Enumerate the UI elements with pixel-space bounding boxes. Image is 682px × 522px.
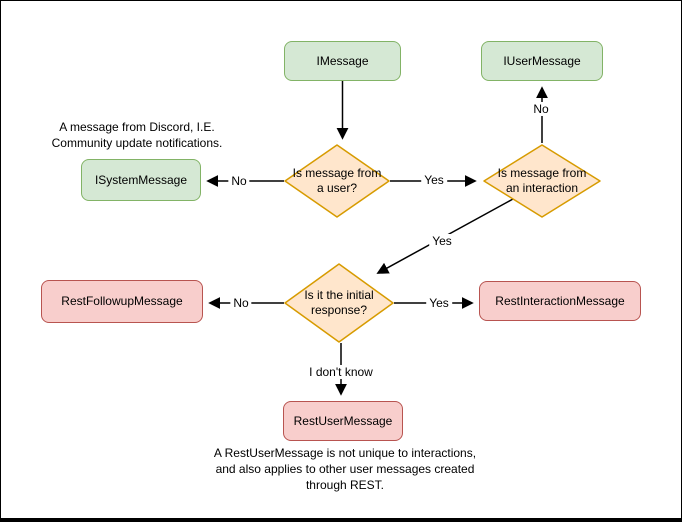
decision-is-initial-response: Is it the initial response? [284,263,394,343]
node-isystemmessage: ISystemMessage [81,159,201,201]
node-restinteractionmessage: RestInteractionMessage [479,281,641,321]
edge-label-user-no: No [228,174,250,188]
diamond-shape [284,263,394,343]
diamond-shape [284,144,390,218]
annotation-restusermessage-note: A RestUserMessage is not unique to inter… [213,446,477,492]
node-restfollowupmessage: RestFollowupMessage [41,280,203,323]
diamond-shape [483,144,601,218]
edge-label-initial-yes: Yes [426,296,452,310]
decision-label: Is it the initial response? [304,288,374,317]
edge-label-interaction-yes: Yes [429,234,455,248]
decision-is-message-from-interaction: Is message from an interaction [483,144,601,218]
edge-label-initial-no: No [230,296,252,310]
edge-label-user-yes: Yes [421,173,447,187]
node-imessage: IMessage [284,41,401,81]
decision-label: Is message from an interaction [497,166,587,195]
node-iusermessage: IUserMessage [481,41,603,81]
annotation-systemmessage-note: A message from Discord, I.E. Community u… [51,120,223,150]
decision-label: Is message from a user? [292,166,382,195]
edge-label-interaction-no: No [530,102,552,116]
decision-is-message-from-user: Is message from a user? [284,144,390,218]
node-restusermessage: RestUserMessage [283,401,403,441]
edge-label-i-dont-know: I don't know [306,365,376,379]
